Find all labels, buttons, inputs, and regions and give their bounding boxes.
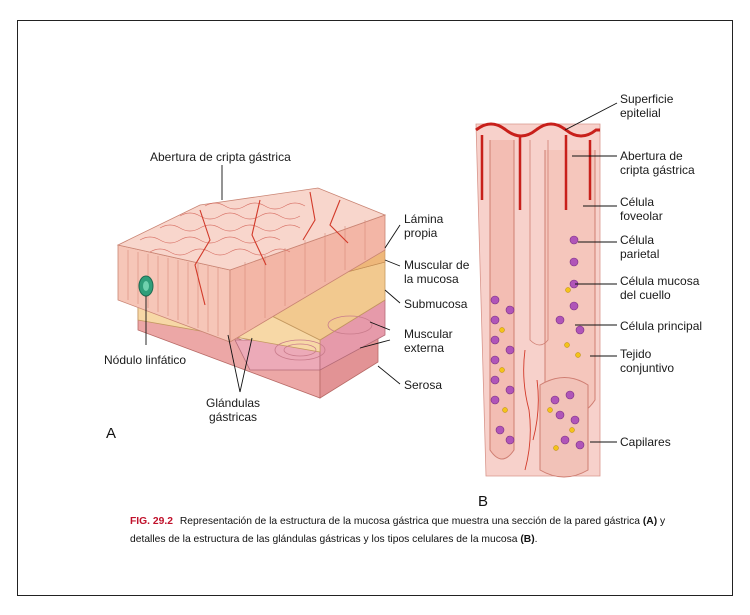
label-line: Célula bbox=[620, 233, 659, 247]
label-line: la mucosa bbox=[404, 272, 469, 286]
gland-lower bbox=[540, 378, 588, 478]
label-line: conjuntivo bbox=[620, 361, 674, 375]
label-line: externa bbox=[404, 341, 453, 355]
label-tejido-conjuntivo: Tejido conjuntivo bbox=[620, 347, 674, 375]
label-line: Abertura de bbox=[620, 149, 695, 163]
label-line: cripta gástrica bbox=[620, 163, 695, 177]
label-line: Tejido bbox=[620, 347, 674, 361]
label-celula-mucosa-cuello: Célula mucosa del cuello bbox=[620, 274, 699, 302]
label-nodulo-linfatico: Nódulo linfático bbox=[104, 353, 186, 367]
gastric-gland-detail bbox=[476, 124, 600, 477]
label-muscular-externa: Muscular externa bbox=[404, 327, 453, 355]
label-line: foveolar bbox=[620, 209, 663, 223]
label-capilares: Capilares bbox=[620, 435, 671, 449]
caption-bold-b: (B) bbox=[520, 534, 534, 545]
label-celula-parietal: Célula parietal bbox=[620, 233, 659, 261]
label-celula-foveolar: Célula foveolar bbox=[620, 195, 663, 223]
label-line: Lámina bbox=[404, 212, 443, 226]
label-serosa: Serosa bbox=[404, 378, 442, 392]
label-muscular-mucosa: Muscular de la mucosa bbox=[404, 258, 469, 286]
label-line: gástricas bbox=[206, 410, 260, 424]
label-line: Célula bbox=[620, 195, 663, 209]
caption-text-3: . bbox=[535, 534, 538, 545]
label-line: Muscular bbox=[404, 327, 453, 341]
label-line: Célula mucosa bbox=[620, 274, 699, 288]
label-line: propia bbox=[404, 226, 443, 240]
label-abertura-cripta-b: Abertura de cripta gástrica bbox=[620, 149, 695, 177]
label-glandulas-gastricas: Glándulas gástricas bbox=[206, 396, 260, 424]
label-line: parietal bbox=[620, 247, 659, 261]
figure-number: FIG. 29.2 bbox=[130, 516, 173, 527]
caption-bold-a: (A) bbox=[643, 516, 657, 527]
label-submucosa: Submucosa bbox=[404, 297, 467, 311]
label-superficie-epitelial: Superficie epitelial bbox=[620, 92, 673, 120]
panel-letter-b: B bbox=[478, 493, 488, 510]
label-line: Muscular de bbox=[404, 258, 469, 272]
label-line: Glándulas bbox=[206, 396, 260, 410]
caption-text-1: Representación de la estructura de la mu… bbox=[180, 516, 643, 527]
figure-caption: FIG. 29.2 Representación de la estructur… bbox=[130, 513, 670, 549]
label-lamina-propia: Lámina propia bbox=[404, 212, 443, 240]
label-celula-principal: Célula principal bbox=[620, 319, 702, 333]
label-line: Superficie bbox=[620, 92, 673, 106]
label-line: del cuello bbox=[620, 288, 699, 302]
panel-letter-a: A bbox=[106, 425, 116, 442]
label-line: epitelial bbox=[620, 106, 673, 120]
label-abertura-cripta-a: Abertura de cripta gástrica bbox=[150, 150, 291, 164]
lymph-nodule-center bbox=[143, 281, 149, 291]
